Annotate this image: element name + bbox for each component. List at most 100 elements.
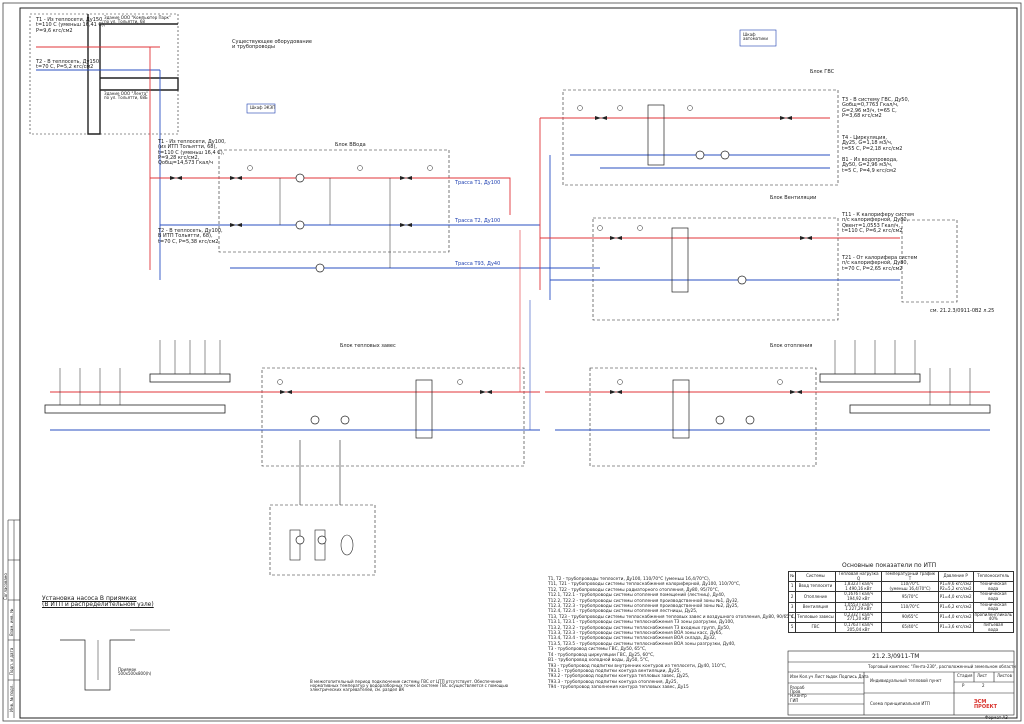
table-cell: 1,0553 Гкал/ч 1 227,29 кВт (834, 601, 883, 613)
t1-top-label: Т1 - Из теплосети, Ду150, t=110 С (умень… (36, 17, 106, 34)
side-strip-3: Подп. и дата (9, 647, 14, 675)
table-cell: 2 (787, 591, 797, 603)
pipe-t93-label: Трасса Т93, Ду40 (455, 261, 501, 267)
table-cell: Отопление (795, 591, 836, 603)
block-vvod-label: Блок ВВода (335, 142, 366, 148)
legend-item: Т13.3, Т23.3 - трубопроводы системы тепл… (548, 631, 723, 637)
legend-item: Т12, Т22 - трубопроводы системы радиатор… (548, 587, 720, 593)
table-cell: 5 (787, 621, 797, 634)
legend-item: Т12.1, Т22.1 - трубопроводы системы отоп… (548, 593, 726, 599)
sheet-value: 2 (982, 683, 985, 688)
table-cell: 65/40°С (881, 621, 939, 634)
table-cell: 1,8323 Гкал/ч 1 490,16 кВт (834, 581, 883, 593)
table-cell: Р1=4,0 кгс/см2 (937, 591, 974, 603)
pit-label: Приямок 500х500х800(h) (118, 667, 152, 677)
legend-item: Т11, Т21 - трубопроводы системы теплосна… (548, 582, 741, 588)
legend-item: Т13, Т23 - трубопроводы системы теплосна… (548, 614, 796, 620)
stage-label: Стадия (957, 673, 973, 678)
stamp-roles: Изм Кол.уч Лист №док Подпись Дата (790, 674, 869, 679)
table-cell: 110/70°С (уменьш 16,4/70°С) (881, 581, 939, 593)
legend-item: Т93.1 - трубопровод подпитки контура вен… (548, 668, 681, 674)
legend-item: Т93 - трубопровод подпитки внутренних ко… (548, 663, 727, 669)
t4-right-label: Т4 - Циркуляция, Ду25, G=1,18 м3/ч, t=55… (842, 135, 903, 152)
table-title: Основные показатели по ИТП (842, 562, 937, 569)
table-cell: техническая вода (972, 591, 1014, 603)
table-header-cell: Теплоноситель (972, 570, 1014, 583)
stage-value: Р (962, 683, 965, 688)
legend-item: Т3 - трубопровод системы ГВС, Ду50, 65°С… (548, 647, 647, 653)
t2-mid-label: Т2 - В теплосеть, Ду100, В ИТП Тольятти,… (158, 228, 223, 245)
table-cell: 4 (787, 611, 797, 623)
table-header-cell: Системы (795, 570, 836, 583)
table-cell: техническая вода (972, 581, 1014, 593)
bottom-note: В межотопительный период подключение сис… (310, 679, 509, 693)
reference-doc-label: см. 21.2.3/0911-0В2 л.25 (930, 308, 995, 314)
v1-right-label: В1 - Из водопровода, Ду50, G=2,96 м3/ч, … (842, 157, 898, 174)
t1-mid-label: Т1 - Из теплосети, Ду100, (из ИТП Тольят… (158, 139, 226, 166)
table-header-cell: Температурный график Т (881, 570, 939, 583)
ktp-cabinet-label: Шкаф ЭКЭП (250, 105, 276, 110)
pipe-t2-label: Трасса Т2, Ду100 (455, 218, 501, 224)
table-cell: 0,1676 Гкал/ч 194,92 кВт (834, 591, 883, 603)
pipe-t1-label: Трасса Т1, Ду100 (455, 180, 501, 186)
stamp-people: Разраб Пров Н.контр ГИП (790, 685, 807, 703)
existing-equipment-label: Существующее оборудование и трубопроводы (232, 39, 312, 51)
sheet-title: Индивидуальный тепловой пункт (870, 678, 942, 683)
side-strip-1: Согласовано (3, 573, 8, 600)
block-gvs-label: Блок ГВС (810, 69, 835, 75)
pump-install-title: Установка насоса В приямках (В ИТП и рас… (42, 595, 154, 609)
block-heating-label: Блок отопления (770, 343, 813, 349)
table-header-cell: Тепловая нагрузка Q (834, 570, 883, 583)
legend-item: Т12.2, Т22.2 - трубопроводы системы отоп… (548, 598, 739, 604)
table-cell: Р1=6,2 кгс/см2 (937, 601, 974, 613)
table-cell: 3 (787, 601, 797, 613)
t2-top-label: Т2 - В теплосеть, Ду150, t=70 С, Р=5,2 к… (36, 59, 101, 71)
side-strip-4: Взам. инв. № (9, 608, 14, 636)
table-cell: Р1=3,6 кгс/см2 (937, 621, 974, 634)
legend-item: Т93.3 - трубопровод подпитки контура ото… (548, 679, 678, 685)
building-2-label: Здание ООО "Лента" по ул. Тольятти, 68Б (104, 91, 148, 101)
table-cell: 0,1763 Гкал/ч 205,04 кВт (834, 621, 883, 634)
block-curtains-label: Блок тепловых завес (340, 343, 396, 349)
table-cell: Вентиляция (795, 601, 836, 613)
table-cell: ГВС (795, 621, 836, 634)
table-cell: 90/65°С (881, 611, 939, 623)
table-cell: 0,2332 Гкал/ч 271,20 кВт (834, 611, 883, 623)
sheet-label: Лист (977, 673, 988, 678)
t3-right-label: Т3 - В систему ГВС, Ду50, Gобщ=0,7763 Гк… (842, 97, 910, 119)
legend-item: Т94 - трубопровод заполнения контура теп… (548, 685, 689, 691)
table-cell: 1 (787, 581, 797, 593)
format-label: Формат А3 (985, 715, 1008, 720)
legend-item: Т1, Т2 - трубопроводы теплосети, Ду100, … (548, 577, 711, 582)
t11-right-label: Т11 - К калориферу систем п/с калориферн… (842, 212, 914, 234)
table-cell: Р1=9,6 кгс/см2 Р2=5,2 кгс/см2 (937, 581, 974, 593)
table-cell: техническая вода (972, 601, 1014, 613)
automation-cabinet-label: Шкаф автоматики (743, 32, 768, 42)
legend-item: Т13.1, Т23.1 - трубопроводы системы тепл… (548, 620, 735, 626)
table-cell: Р1=4,0 кгс/см2 (937, 611, 974, 623)
table-cell: питьевая вода (972, 621, 1014, 634)
legend-item: Т13.2, Т23.2 - трубопроводы системы тепл… (548, 625, 731, 631)
t21-right-label: Т21 - От калорифера систем п/с калорифер… (842, 255, 918, 272)
drawing-title: Схема принципиальная ИТП (870, 701, 930, 706)
table-header-cell: Давление Р (937, 570, 974, 583)
legend-item: Т12.4, Т22.4 - трубопроводы системы отоп… (548, 609, 698, 615)
table-cell: пропиленгликоль 40% (972, 611, 1014, 623)
legend-item: Т13.5, Т23.5 - трубопроводы системы тепл… (548, 641, 736, 647)
drawing-code: 21.2.3/0911-ТМ (872, 653, 920, 660)
table-cell: 95/70°С (881, 591, 939, 603)
legend-item: Т13.4, Т23.4 - трубопроводы системы тепл… (548, 636, 717, 642)
building-1-label: Здание ООО "Компьютер Парк" по ул. Толья… (104, 15, 171, 25)
legend-item: В1 - трубопровод холодной воды, Ду50, 5°… (548, 658, 650, 664)
legend-item: Т93.2 - трубопровод подпитки контура теп… (548, 674, 690, 680)
legend-item: Т4 - трубопровод циркуляции ГВС, Ду25, 6… (548, 652, 655, 658)
